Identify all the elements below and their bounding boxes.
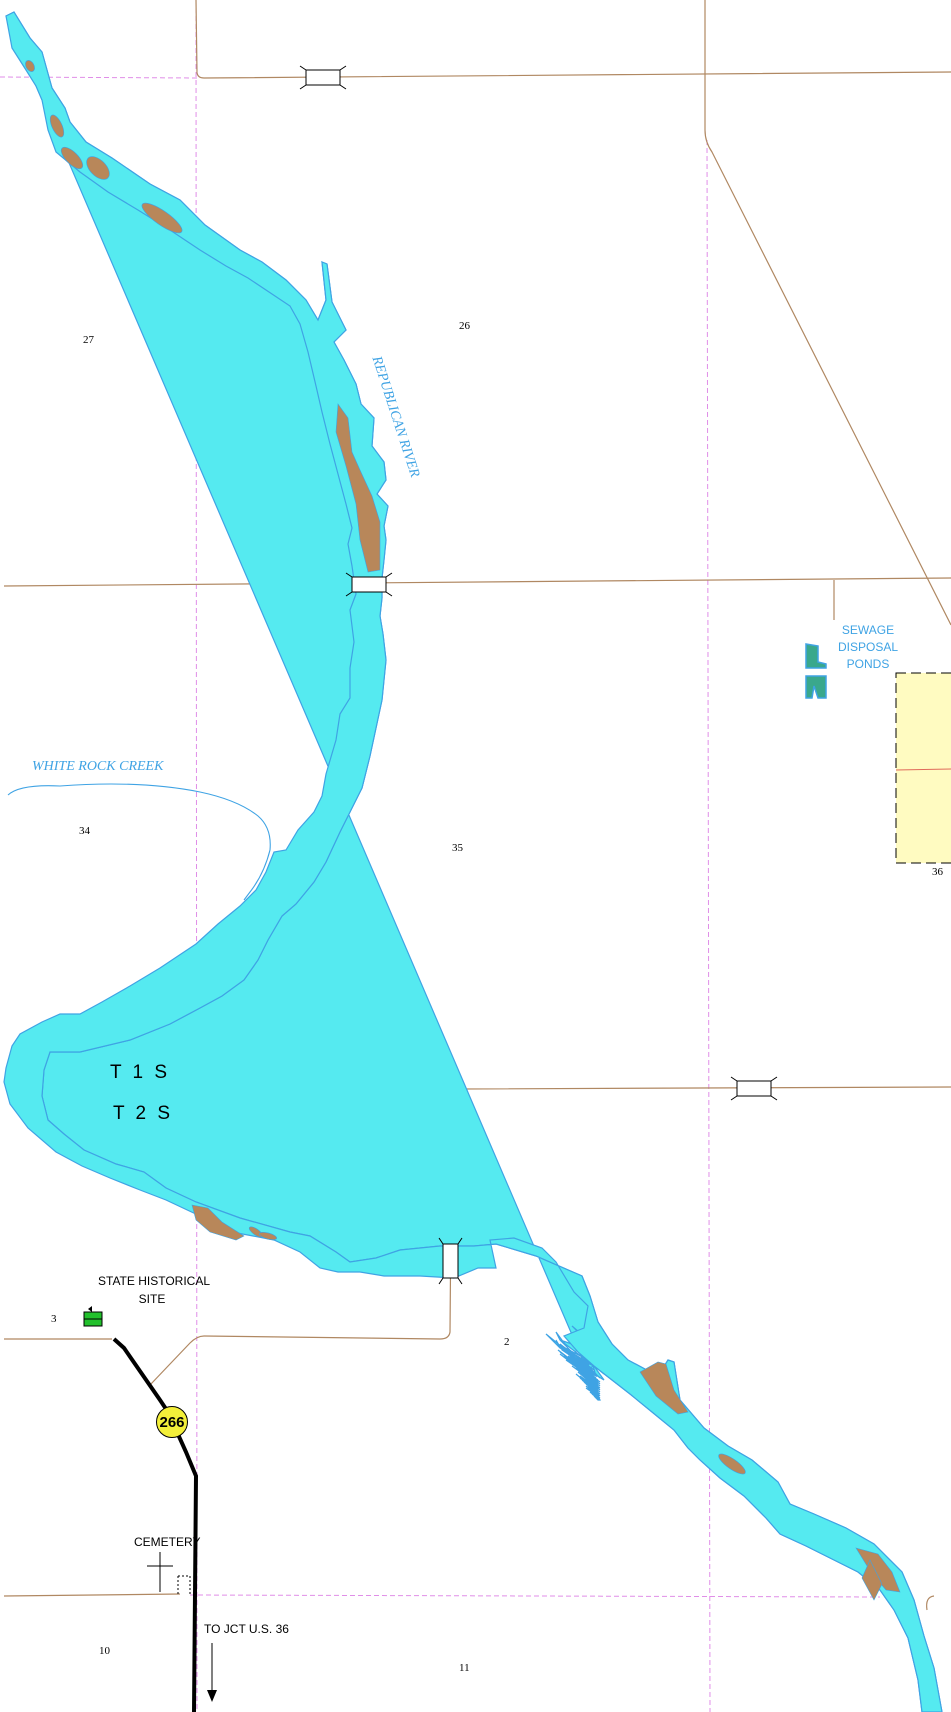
- roads: [3, 0, 951, 1611]
- section-number: 36: [932, 866, 943, 878]
- historical-site-label-line1: STATE HISTORICAL: [98, 1274, 211, 1288]
- section-number: 34: [79, 825, 90, 837]
- cemetery-label: CEMETERY: [134, 1535, 201, 1549]
- section-number: 11: [459, 1662, 470, 1674]
- bridge-central: [345, 572, 393, 597]
- sewage-ponds-label-line1: SEWAGE DISPOSAL: [837, 623, 899, 654]
- sewage-ponds-label: SEWAGE DISPOSAL PONDS: [812, 622, 924, 673]
- section-number: 10: [99, 1645, 110, 1657]
- section-number: 2: [504, 1336, 510, 1348]
- bridge-north: [299, 65, 347, 90]
- bridge-south: [438, 1237, 463, 1285]
- sewage-ponds-label-line2: PONDS: [846, 657, 890, 671]
- historical-site-icon: [83, 1306, 103, 1327]
- cemetery-icon: [147, 1552, 191, 1594]
- township-label-north: T 1 S: [110, 1062, 171, 1083]
- bridges: [299, 65, 778, 1285]
- city-area: [895, 672, 951, 864]
- sewage-ponds-icon: [805, 643, 827, 699]
- section-number: 27: [83, 334, 94, 346]
- historical-site-label-line2: SITE: [138, 1292, 166, 1306]
- sandbars: [25, 60, 901, 1601]
- section-number: 3: [51, 1313, 57, 1325]
- route-266-shield: 266: [156, 1406, 188, 1438]
- township-label-south: T 2 S: [113, 1103, 174, 1124]
- highway-266: [112, 1337, 199, 1712]
- republican-river: [5, 11, 943, 1712]
- section-number: 26: [459, 320, 470, 332]
- arrow-down-icon: [207, 1643, 217, 1702]
- bridge-east: [730, 1076, 778, 1101]
- historical-site-label: STATE HISTORICAL SITE: [98, 1272, 211, 1308]
- section-number: 35: [452, 842, 463, 854]
- direction-label: TO JCT U.S. 36: [204, 1622, 289, 1636]
- republican-river-main: [3, 11, 943, 1712]
- white-rock-creek: [7, 783, 271, 901]
- creek-label: WHITE ROCK CREEK: [32, 759, 164, 774]
